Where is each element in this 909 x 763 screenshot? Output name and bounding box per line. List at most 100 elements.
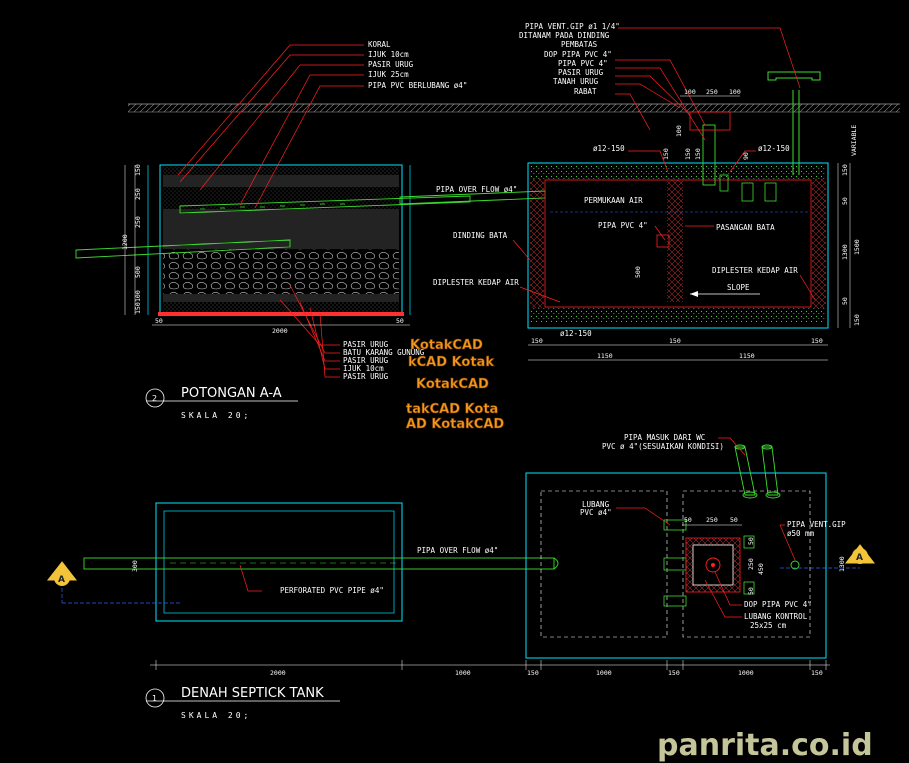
septic-tank-section bbox=[527, 71, 829, 329]
label-perforated: PERFORATED PVC PIPE ø4" bbox=[280, 586, 384, 595]
label-pasir-urug-b3: PASIR URUG bbox=[343, 372, 389, 381]
label-overflow: PIPA OVER FLOW ø4" bbox=[436, 185, 517, 194]
section-scale: SKALA 20; bbox=[181, 411, 251, 420]
svg-text:150: 150 bbox=[662, 148, 670, 160]
svg-text:150: 150 bbox=[841, 164, 849, 176]
label-pipa-masuk-2: PVC ø 4"(SESUAIKAN KONDISI) bbox=[602, 442, 724, 451]
label-variable: VARIABLE bbox=[850, 125, 858, 156]
label-slope: SLOPE bbox=[727, 283, 750, 292]
label-rabat: RABAT bbox=[574, 87, 597, 96]
label-rebar-bottom: ø12-150 bbox=[560, 329, 592, 338]
label-lubang-2: PVC ø4" bbox=[580, 508, 612, 517]
svg-text:1500: 1500 bbox=[853, 239, 861, 255]
right-labels-top: PIPA VENT.GIP ø1 1/4" DITANAM PADA DINDI… bbox=[519, 22, 801, 141]
watermark-row: kCAD Kotak bbox=[408, 355, 494, 370]
svg-text:A: A bbox=[856, 553, 863, 563]
svg-text:150: 150 bbox=[811, 669, 823, 677]
plan-view: A A bbox=[46, 433, 876, 720]
svg-text:100: 100 bbox=[684, 88, 696, 96]
svg-text:150: 150 bbox=[694, 148, 702, 160]
label-dop-pipa: DOP PIPA PVC 4" bbox=[544, 50, 612, 59]
label-ijuk-10-b: IJUK 10cm bbox=[343, 364, 384, 373]
plan-title: DENAH SEPTICK TANK bbox=[181, 686, 324, 701]
label-dinding-bata: DINDING BATA bbox=[453, 231, 508, 240]
svg-text:1000: 1000 bbox=[596, 669, 612, 677]
label-lubang: LUBANG bbox=[582, 500, 610, 509]
svg-text:50: 50 bbox=[155, 317, 163, 325]
svg-text:100: 100 bbox=[134, 290, 142, 302]
svg-text:150: 150 bbox=[134, 164, 142, 176]
svg-text:2000: 2000 bbox=[270, 669, 286, 677]
svg-text:90: 90 bbox=[742, 152, 750, 160]
svg-text:150: 150 bbox=[853, 314, 861, 326]
svg-text:1000: 1000 bbox=[455, 669, 471, 677]
svg-text:1200: 1200 bbox=[121, 234, 129, 250]
label-lubang-kontrol: LUBANG KONTROL bbox=[744, 612, 808, 621]
svg-text:150: 150 bbox=[669, 337, 681, 345]
svg-text:450: 450 bbox=[757, 563, 765, 575]
label-diplester-right: DIPLESTER KEDAP AIR bbox=[712, 266, 798, 275]
svg-text:50: 50 bbox=[747, 587, 755, 595]
svg-text:1300: 1300 bbox=[838, 556, 846, 572]
svg-text:250: 250 bbox=[706, 88, 718, 96]
label-pasangan-bata: PASANGAN BATA bbox=[716, 223, 775, 232]
label-pasir-urug-b2: PASIR URUG bbox=[343, 356, 389, 365]
label-koral: KORAL bbox=[368, 40, 391, 49]
svg-text:250: 250 bbox=[134, 216, 142, 228]
plan-scale: SKALA 20; bbox=[181, 711, 251, 720]
label-lubang-kontrol-size: 25x25 cm bbox=[750, 621, 787, 630]
bottom-right-dims: 150 150 150 1150 1150 bbox=[528, 337, 828, 361]
label-pembatas: PEMBATAS bbox=[561, 40, 598, 49]
site-watermark: panrita.co.id bbox=[657, 728, 873, 763]
label-pipa-vent: PIPA VENT.GIP ø1 1/4" bbox=[525, 22, 620, 31]
svg-text:300: 300 bbox=[131, 560, 139, 572]
plan-title-block: 1 DENAH SEPTICK TANK SKALA 20; bbox=[145, 686, 340, 720]
svg-text:1000: 1000 bbox=[738, 669, 754, 677]
label-dop: DOP PIPA PVC 4" bbox=[744, 600, 812, 609]
svg-text:150: 150 bbox=[811, 337, 823, 345]
svg-text:150: 150 bbox=[134, 302, 142, 314]
svg-text:100: 100 bbox=[729, 88, 741, 96]
label-ditanam: DITANAM PADA DINDING bbox=[519, 31, 610, 40]
svg-text:150: 150 bbox=[668, 669, 680, 677]
left-labels-top: KORAL IJUK 10cm PASIR URUG IJUK 25cm PIP… bbox=[177, 40, 467, 209]
watermark-row: KotakCAD bbox=[410, 338, 483, 353]
svg-text:150: 150 bbox=[531, 337, 543, 345]
svg-text:500: 500 bbox=[634, 266, 642, 278]
watermark-row: takCAD Kota bbox=[406, 402, 498, 417]
plan-small-dims: 50 250 50 50 250 50 450 1300 300 bbox=[131, 516, 846, 595]
plan-number: 1 bbox=[152, 694, 157, 703]
svg-text:50: 50 bbox=[396, 317, 404, 325]
svg-text:50: 50 bbox=[747, 537, 755, 545]
label-permukaan-air: PERMUKAAN AIR bbox=[584, 196, 643, 205]
label-pipa-pvc: PIPA PVC 4" bbox=[558, 59, 608, 68]
right-vertical-dims: 150 50 1300 50 1500 150 bbox=[837, 163, 861, 328]
svg-text:1150: 1150 bbox=[739, 352, 755, 360]
label-rebar-top-right: ø12-150 bbox=[758, 144, 790, 153]
svg-text:50: 50 bbox=[841, 297, 849, 305]
label-pipa-pvc-berlubang: PIPA PVC BERLUBANG ø4" bbox=[368, 81, 467, 90]
label-pipa-pvc-4: PIPA PVC 4" bbox=[598, 221, 648, 230]
top-dims: 100 250 100 150 100 150 90 500 150 bbox=[634, 88, 750, 278]
label-diplester-left: DIPLESTER KEDAP AIR bbox=[433, 278, 519, 287]
section-annotations: PIPA OVER FLOW ø4" PERMUKAAN AIR PIPA PV… bbox=[433, 88, 861, 361]
label-pipa-vent-plan: PIPA VENT.GIP bbox=[787, 520, 846, 529]
infiltration-pit bbox=[75, 164, 546, 316]
watermark: KotakCAD kCAD Kotak KotakCAD takCAD Kota… bbox=[406, 338, 505, 433]
plan-bottom-dims: 2000 1000 150 1000 150 1000 150 bbox=[150, 660, 830, 677]
label-pipa-masuk: PIPA MASUK DARI WC bbox=[624, 433, 705, 442]
label-rebar-top-left: ø12-150 bbox=[593, 144, 625, 153]
section-view: KORAL IJUK 10cm PASIR URUG IJUK 25cm PIP… bbox=[75, 22, 900, 420]
left-labels-bottom: PASIR URUG BATU KARANG GUNUNG PASIR URUG… bbox=[279, 284, 425, 381]
section-title: POTONGAN A-A bbox=[181, 386, 282, 401]
label-pipa-vent-plan-2: ø50 mm bbox=[787, 529, 815, 538]
label-pasir-urug-r: PASIR URUG bbox=[558, 68, 604, 77]
label-ijuk-10: IJUK 10cm bbox=[368, 50, 409, 59]
svg-text:250: 250 bbox=[706, 516, 718, 524]
label-pasir-urug-b1: PASIR URUG bbox=[343, 340, 389, 349]
label-ijuk-25: IJUK 25cm bbox=[368, 70, 409, 79]
svg-text:1150: 1150 bbox=[597, 352, 613, 360]
label-overflow-plan: PIPA OVER FLOW ø4" bbox=[417, 546, 498, 555]
section-marker-right: A bbox=[780, 544, 876, 569]
